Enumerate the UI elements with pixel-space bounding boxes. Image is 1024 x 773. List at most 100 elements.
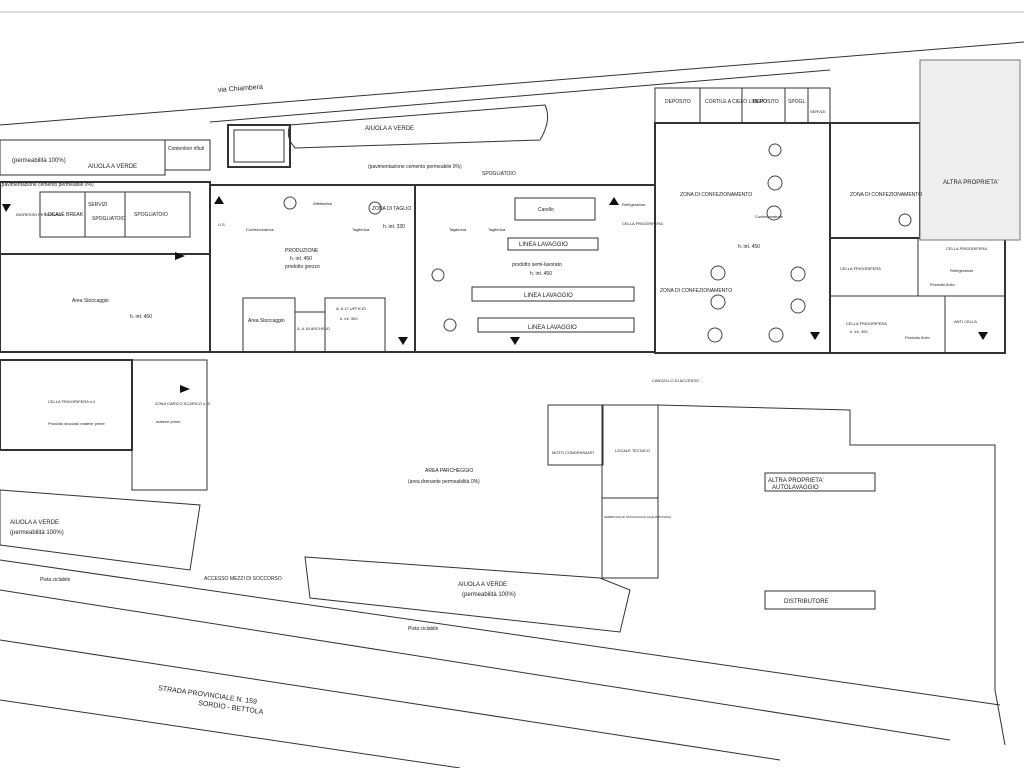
perm-top-left: (permeabilità 100%) <box>12 158 66 164</box>
cella-frig4-label: CELLA FRIGORIFERA <box>846 321 887 326</box>
deposito1-label: DEPOSITO <box>665 99 691 105</box>
area-stoccaggio-label: Area Stoccaggio <box>72 298 109 304</box>
distributore-label: DISTRIBUTORE <box>784 599 829 605</box>
perm-parcheggio-label: (area drenante permeabilità 0%) <box>408 479 480 485</box>
spogliatoio-l1-label: SPOGLIATOIO <box>92 216 126 222</box>
cancello-label: CANCELLO DI ACCESSO <box>652 378 699 383</box>
contenitori-area <box>164 139 211 171</box>
linea-lavaggio-2 <box>471 286 635 302</box>
pista-mid-label: Pista ciclabile <box>408 626 439 632</box>
road-edge-right <box>994 689 1006 746</box>
h450d-label: h. int. 450 <box>130 314 152 320</box>
affettatrice-label: Affettatrice <box>313 201 333 206</box>
h450b-label: h. int. 450 <box>530 271 552 277</box>
taglierina2-label: Taglierina <box>449 227 467 232</box>
aiuola-mid <box>304 556 631 633</box>
confezionatrice1-label: Confezionatrice <box>246 227 275 232</box>
autolavaggio-label: AUTOLAVAGGIO <box>772 485 819 491</box>
spogl-label: SPOGL. <box>788 99 807 105</box>
rifiuti-inner <box>233 129 285 163</box>
linea-lavaggio-1 <box>507 237 599 251</box>
rifiuti-building <box>227 124 291 168</box>
produzione-label: PRODUZIONE <box>285 248 319 254</box>
production-hall <box>209 184 656 353</box>
distributore-box <box>764 590 876 610</box>
via-label: via Chiambera <box>218 84 264 94</box>
materie-prime-label: materie prime <box>156 419 181 424</box>
spogliatoio-top-label: SPOGLIATOIO <box>482 171 516 177</box>
ingresso-label: INGRESSO PERSONALE <box>16 212 63 217</box>
conf-block <box>654 122 831 354</box>
pavim-mid-label: (pavimentazione cemento permeabile 0%) <box>368 164 462 170</box>
pavim-left-label: (pavimentazione cemento permeabile 0%) <box>0 182 94 188</box>
area-stoccaggio-block <box>0 253 211 353</box>
a18-label: A. A 18 ARCHIVIO <box>297 326 330 331</box>
altra-bottom-label: ALTRA PROPRIETA' <box>768 478 824 484</box>
cella-frig2-label: CELLA FRIGORIFERA <box>840 266 881 271</box>
moto-condensanti-box <box>547 404 604 466</box>
cella-frig1-label: CELLA FRIGORIFERA <box>622 221 663 226</box>
prodotto-grezzo-label: prodotto grezzo <box>285 264 320 270</box>
h450c-label: h. int. 450 <box>738 244 760 250</box>
conf-block-2 <box>829 122 921 239</box>
road-line-2 <box>0 589 951 741</box>
cella-frig3-label: CELLA FRIGORIFERA <box>946 246 987 251</box>
linea-lavaggio2-label: LINEA LAVAGGIO <box>524 293 573 299</box>
zona-taglio-label: ZONA DI TAGLIO <box>372 206 411 212</box>
staff-rooms <box>39 191 191 238</box>
us-label: U.S. <box>218 222 226 227</box>
cella-n2 <box>0 359 133 451</box>
zona-carico <box>131 359 208 491</box>
refrig2-label: Refrigeratore <box>950 268 974 273</box>
aiuola-mid-label: AIUOLA A VERDE <box>458 582 507 588</box>
h330-label: h. int. 330 <box>383 224 405 230</box>
road-edge-inner <box>209 69 831 123</box>
semi-label: prodotto semi-lavorato <box>512 262 562 268</box>
aiuola-left-label: AIUOLA A VERDE <box>10 520 59 526</box>
prodotto-finito1-label: Prodotto finito <box>930 282 955 287</box>
perm-mid-label: (permeabilità 100%) <box>462 592 516 598</box>
zona-conf1-label: ZONA DI CONFEZIONAMENTO <box>680 192 752 198</box>
accesso-label: ACCESSO MEZZI DI SOCCORSO <box>204 576 282 582</box>
moto-condensanti-label: MOTO CONDENSANTI <box>552 450 594 455</box>
contenitori-label: Contenitori rifiuti <box>168 146 204 152</box>
servizi-label: SERVIZI <box>810 109 826 114</box>
road-line-4 <box>0 699 461 769</box>
taglierina1-label: Taglierina <box>352 227 370 232</box>
serbatoio-label: SERBATOIO DI STOCCAGGIO ACQUA PIOVANA <box>604 515 671 519</box>
zona-conf2-label: ZONA DI CONFEZIONAMENTO <box>850 192 922 198</box>
zona-conf3-label: ZONA DI CONFEZIONAMENTO <box>660 288 732 294</box>
taglierina3-label: Taglierina <box>488 227 506 232</box>
aiuola-top-left-label: AIUOLA A VERDE <box>88 164 137 170</box>
equipment <box>283 143 912 343</box>
spogliatoio-l2-label: SPOGLIATOIO <box>134 212 168 218</box>
deposito2-label: DEPOSITO <box>753 99 779 105</box>
archivio <box>294 311 326 353</box>
serbatoio-box <box>601 497 659 579</box>
entrance-arrows <box>2 196 988 393</box>
anti-cella-label: ANTI CELLA <box>954 319 977 324</box>
confezionatrice2-label: Confezionatrice <box>755 214 784 219</box>
altra-proprieta-hatch <box>919 59 1021 241</box>
a17-label: A. A 17 UFFICIO <box>336 306 366 311</box>
area-stoccaggio2-label: Area Stoccaggio <box>248 318 285 324</box>
aiuola-left <box>0 489 201 571</box>
area-stoccaggio2 <box>242 297 296 353</box>
aiuola-top <box>287 104 549 149</box>
ufficio <box>324 297 386 353</box>
refrig1-label: Refrigeratore <box>622 202 646 207</box>
linea-lavaggio1-label: LINEA LAVAGGIO <box>519 242 568 248</box>
locale-tecnico-label: LOCALE TECNICO <box>615 448 650 453</box>
carello-box <box>514 197 596 221</box>
prodotto-stoccato-label: Prodotto stoccato materie prime <box>48 421 105 426</box>
altra-top-label: ALTRA PROPRIETA' <box>943 180 999 186</box>
aiuola-top-label: AIUOLA A VERDE <box>365 126 414 132</box>
linea-lavaggio-3 <box>477 317 635 333</box>
road-line-1 <box>0 559 1001 706</box>
carello-label: Carello <box>538 207 554 213</box>
servizi2-label: SERVIZI <box>88 202 107 208</box>
linea-lavaggio3-label: LINEA LAVAGGIO <box>528 325 577 331</box>
locale-break-label: LOCALE BREAK <box>45 212 84 218</box>
